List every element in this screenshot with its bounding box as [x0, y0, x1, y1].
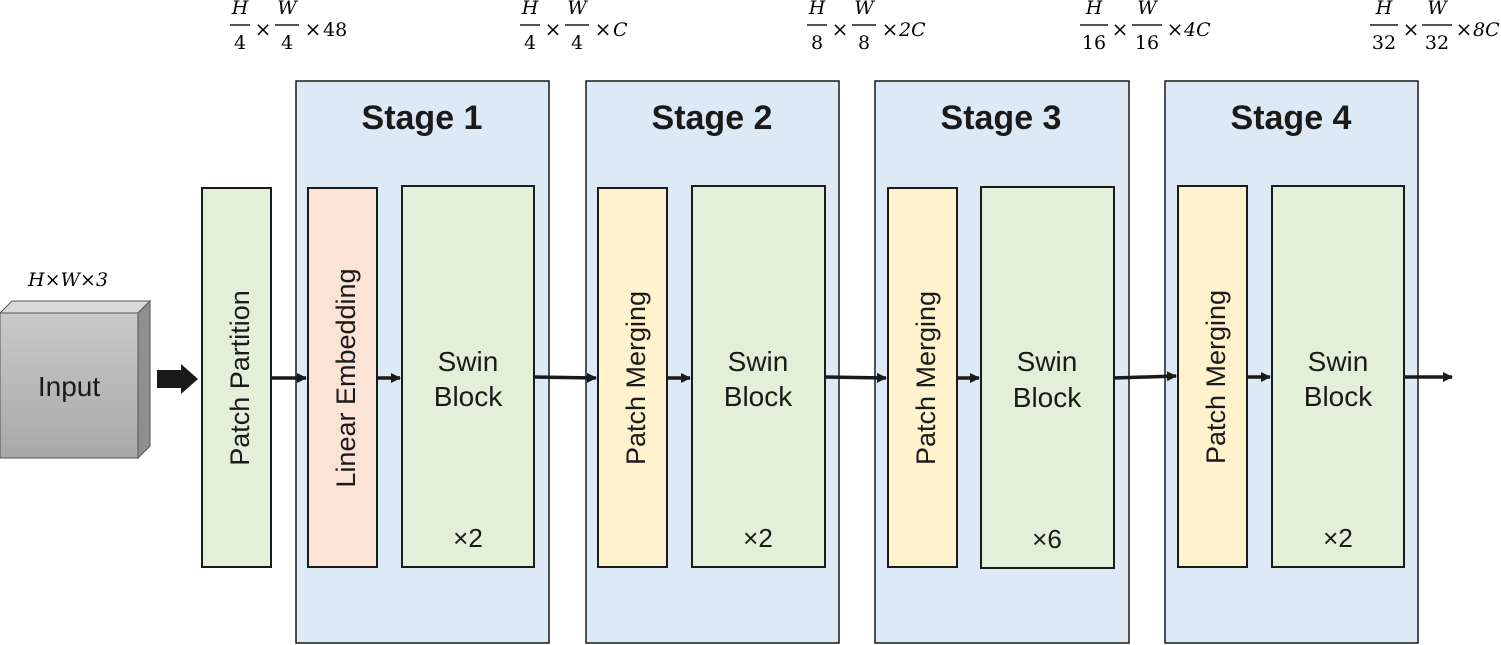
dim-channels: 48	[323, 19, 347, 41]
dim-h-numerator: H	[808, 0, 826, 19]
stage-2: Stage 2 Patch Merging Swin Block ×2	[585, 80, 840, 644]
input-cube: Input	[0, 299, 152, 460]
dim-h-numerator: H	[521, 0, 539, 19]
input-dim-h: H×W×3	[27, 269, 108, 291]
dim-w-numerator: W	[1427, 0, 1448, 19]
dim-w-denominator: 16	[1135, 32, 1159, 54]
dim-times: ×	[832, 17, 849, 41]
dim-w-denominator: 4	[571, 32, 583, 54]
patch-merging-label: Patch Merging	[1201, 290, 1231, 464]
stage-3-title: Stage 3	[941, 99, 1062, 137]
dim-times: ×	[305, 17, 322, 41]
input-arrow	[157, 364, 198, 394]
dim-channels: 2C	[898, 19, 926, 41]
dim-times: ×	[1112, 17, 1129, 41]
repeat-count: ×2	[743, 523, 773, 553]
swin-block-label-line1: Swin	[438, 346, 499, 377]
swin-block-4	[1271, 185, 1405, 568]
swin-block-1	[401, 185, 535, 568]
linear-embedding-label: Linear Embedding	[331, 268, 361, 487]
dim-channels: 4C	[1183, 19, 1211, 41]
repeat-count: ×2	[453, 523, 483, 553]
dim-h-denominator: 4	[234, 32, 246, 54]
input-dims-label: H×W×3	[27, 269, 108, 291]
patch-merging-label: Patch Merging	[911, 291, 941, 465]
swin-block-3	[980, 186, 1115, 569]
stage-1: Stage 1 Linear Embedding Swin Block ×2	[295, 80, 550, 644]
patch-merging-label: Patch Merging	[621, 291, 651, 465]
swin-block-label-line2: Block	[434, 381, 503, 412]
swin-block-label-line2: Block	[724, 381, 793, 412]
arrow-stage2-to-stage3	[824, 372, 887, 383]
dim-times: ×	[545, 17, 562, 41]
arrow-stage1-to-stage2	[533, 372, 597, 383]
dim-channels: 8C	[1473, 19, 1500, 41]
swin-block-label-line1: Swin	[728, 346, 789, 377]
dim-times: ×	[255, 17, 272, 41]
dim-w-denominator: 32	[1425, 32, 1449, 54]
dim-annotation-2: H 4 × W 4 × C	[520, 0, 628, 54]
stage-4: Stage 4 Patch Merging Swin Block ×2	[1164, 80, 1419, 644]
dim-w-numerator: W	[567, 0, 588, 19]
swin-block-2	[691, 185, 826, 568]
dim-w-numerator: W	[277, 0, 298, 19]
dim-h-denominator: 16	[1082, 32, 1106, 54]
dim-times: ×	[1167, 17, 1184, 41]
swin-block-label-line1: Swin	[1017, 346, 1078, 377]
dim-annotation-5: H 32 × W 32 × 8C	[1370, 0, 1500, 54]
dim-annotation-3: H 8 × W 8 × 2C	[807, 0, 926, 54]
dim-times: ×	[595, 17, 612, 41]
dim-w-denominator: 8	[858, 32, 870, 54]
patch-merging-block	[597, 187, 668, 568]
dim-times: ×	[882, 17, 899, 41]
stage-4-title: Stage 4	[1231, 99, 1352, 137]
dim-w-denominator: 4	[281, 32, 293, 54]
repeat-count: ×2	[1323, 523, 1353, 553]
swin-block-label-line1: Swin	[1308, 346, 1369, 377]
swin-block-label-line2: Block	[1304, 381, 1373, 412]
dim-w-numerator: W	[854, 0, 875, 19]
input-label: Input	[38, 371, 100, 402]
connector-arrows	[271, 371, 1453, 383]
dim-h-denominator: 32	[1372, 32, 1396, 54]
patch-merging-block	[887, 187, 958, 568]
dim-h-denominator: 4	[524, 32, 536, 54]
stage-2-title: Stage 2	[652, 99, 773, 137]
dim-annotation-1: H 4 × W 4 × 48	[230, 0, 347, 54]
dim-h-numerator: H	[1085, 0, 1103, 19]
swin-block-label-line2: Block	[1013, 382, 1082, 413]
dim-times: ×	[1456, 17, 1473, 41]
patch-partition-label: Patch Partition	[225, 290, 255, 466]
arrow-stage3-to-stage4	[1113, 371, 1177, 382]
dim-h-numerator: H	[231, 0, 249, 19]
dim-h-denominator: 8	[811, 32, 823, 54]
patch-partition-block: Patch Partition	[201, 187, 272, 568]
dim-w-numerator: W	[1137, 0, 1158, 19]
dim-annotation-4: H 16 × W 16 × 4C	[1080, 0, 1211, 54]
patch-merging-block	[1177, 185, 1248, 568]
stage-3: Stage 3 Patch Merging Swin Block ×6	[874, 80, 1130, 644]
dim-channels: C	[613, 19, 628, 41]
stage-1-title: Stage 1	[362, 99, 483, 137]
repeat-count: ×6	[1032, 524, 1062, 554]
dim-h-numerator: H	[1375, 0, 1393, 19]
linear-embedding-block	[307, 187, 378, 568]
dim-times: ×	[1403, 17, 1420, 41]
